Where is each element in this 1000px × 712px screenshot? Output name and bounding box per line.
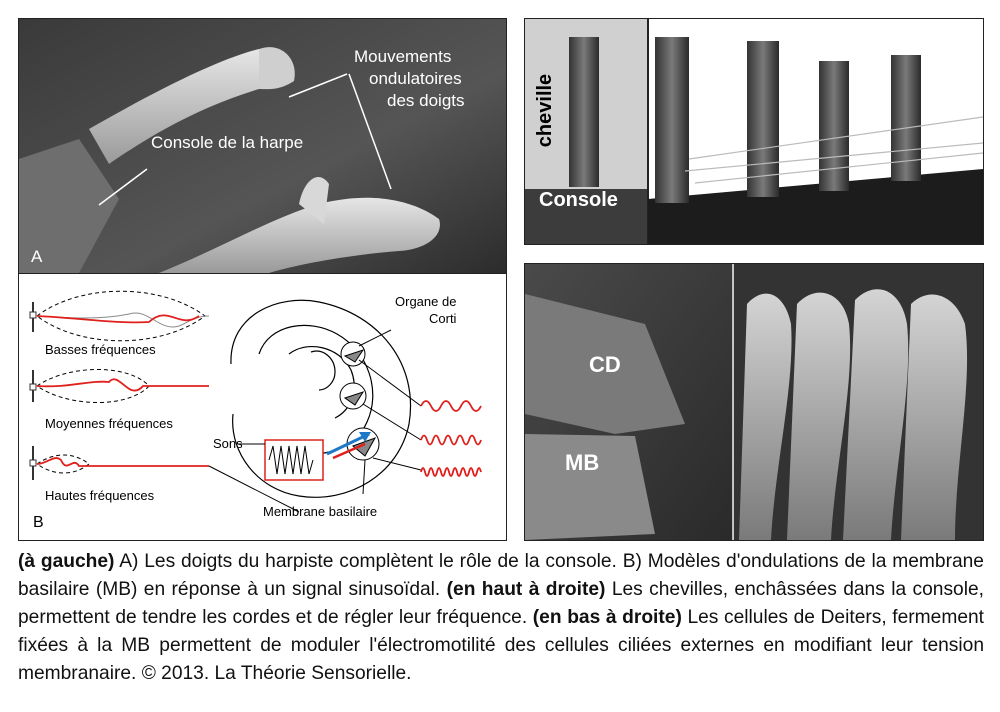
sine-mid	[420, 434, 482, 446]
label-organe-de: Organe de	[395, 294, 457, 309]
sound-arrow	[326, 432, 370, 456]
sem-photo-svg	[525, 264, 983, 540]
label-hautes-frequences: Hautes fréquences	[45, 488, 155, 503]
label-moyennes-frequences: Moyennes fréquences	[45, 416, 173, 431]
label-corti: Corti	[429, 311, 457, 326]
caption-bottom-right-bold: (en bas à droite)	[532, 607, 682, 628]
harp-hands-photo	[19, 19, 506, 273]
panel-a-letter: A	[31, 247, 43, 266]
caption-left-bold: (à gauche)	[18, 551, 115, 572]
sons-box	[264, 439, 324, 481]
caption-left-text: A) Les doigts du harpiste complètent le …	[18, 551, 984, 600]
label-console-peg: Console	[539, 189, 618, 211]
label-mb: MB	[565, 450, 600, 475]
caption-top-right-bold: (en haut à droite)	[446, 579, 606, 600]
label-mouvements-line2: ondulatoires	[369, 69, 462, 88]
panel-a-photo: A Console de la harpe Mouvements ondulat…	[18, 18, 507, 274]
mid-frequency-wave	[29, 369, 209, 403]
panel-b-diagram: Basses fréquences Moyennes fréquences Ha…	[18, 273, 507, 541]
high-frequency-wave	[29, 446, 209, 480]
sine-high	[420, 467, 482, 477]
panel-b-letter: B	[33, 514, 44, 531]
label-membrane-basilaire: Membrane basilaire	[263, 504, 378, 519]
label-cd: CD	[589, 352, 621, 377]
label-basses-frequences: Basses fréquences	[45, 342, 156, 357]
low-frequency-wave	[29, 290, 210, 342]
basilar-diagram-svg	[29, 290, 482, 513]
pegs-photo-svg	[525, 19, 983, 244]
caption-bottom-right-text: Les cellules de Deiters, fermement fixée…	[18, 607, 984, 684]
sine-low	[420, 400, 482, 412]
label-sons: Sons	[213, 436, 243, 451]
panel-pegs-photo: cheville Console	[524, 18, 984, 245]
label-cheville: cheville	[534, 73, 557, 148]
figure-caption: (à gauche) A) Les doigts du harpiste com…	[18, 548, 984, 688]
label-mouvements-line1: Mouvements	[354, 47, 452, 66]
label-console-harpe: Console de la harpe	[151, 133, 304, 152]
label-mouvements-line3: des doigts	[387, 91, 465, 110]
panel-sem-photo: CD MB	[524, 263, 984, 541]
caption-top-right-text: Les chevilles, enchâssées dans la consol…	[18, 579, 984, 628]
